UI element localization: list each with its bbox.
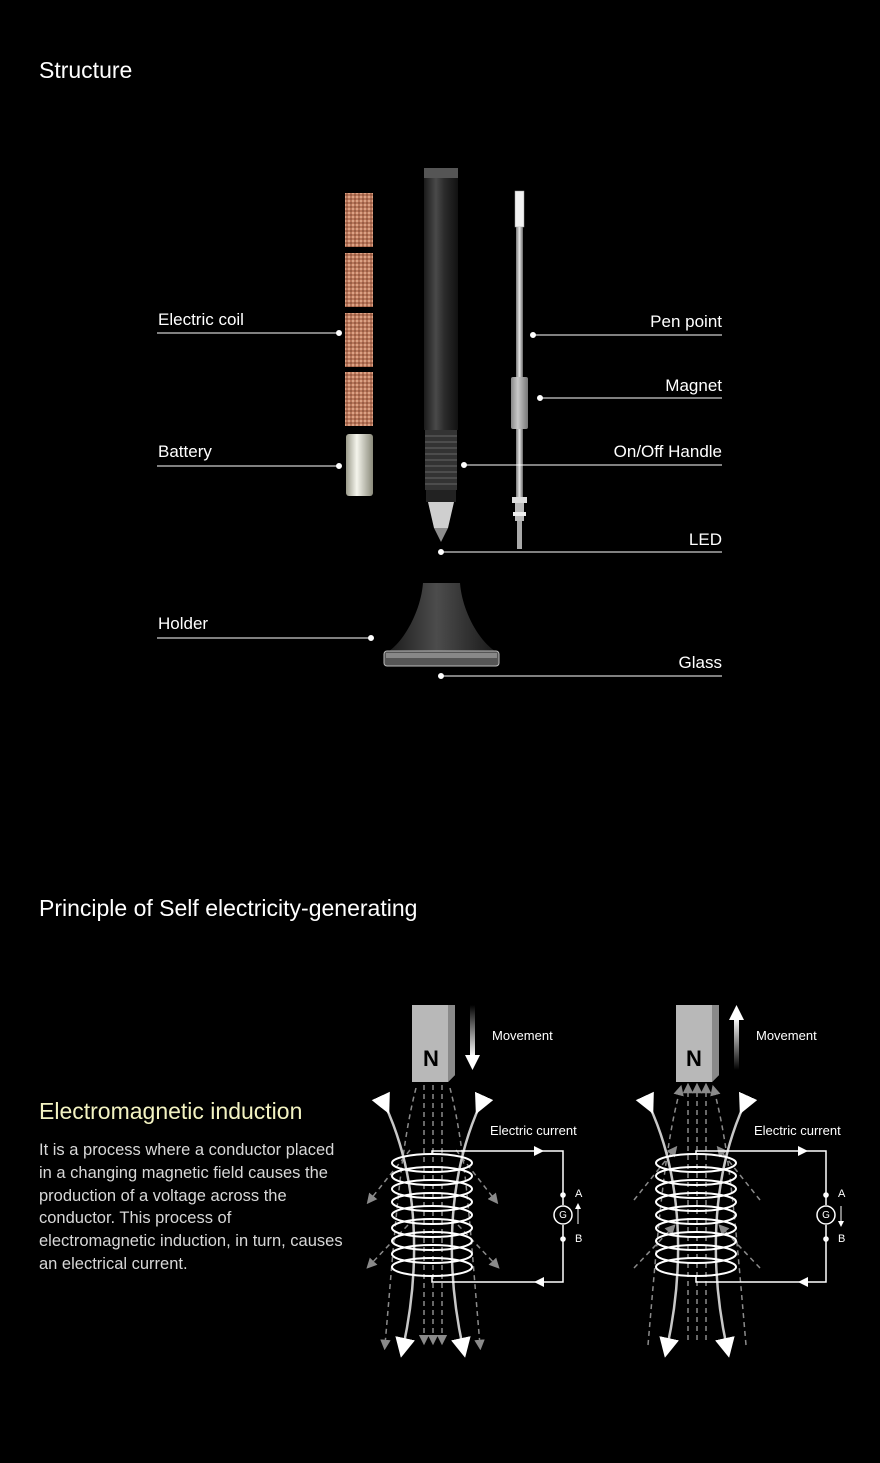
induction-diagram-magnet-up: [633, 1005, 844, 1358]
meter-2: G: [822, 1210, 830, 1221]
terminal-b-2: B: [838, 1233, 846, 1245]
battery-part: [346, 434, 373, 496]
movement-label-1: Movement: [492, 1028, 553, 1043]
magnet-pole-2: N: [686, 1046, 702, 1071]
induction-diagram-magnet-down: [366, 1005, 581, 1358]
induction-description: It is a process where a conductor placed…: [39, 1141, 343, 1273]
label-onoff-handle: On/Off Handle: [613, 442, 722, 461]
principle-title: Principle of Self electricity-generating: [39, 895, 418, 921]
terminal-a-1: A: [575, 1188, 583, 1200]
label-glass: Glass: [678, 653, 722, 672]
pen-body: [424, 168, 458, 542]
pen-point-part: [511, 190, 528, 549]
leader-lines: [157, 330, 722, 679]
label-pen-point: Pen point: [650, 312, 722, 331]
induction-title: Electromagnetic induction: [39, 1098, 303, 1124]
label-magnet: Magnet: [665, 376, 722, 395]
holder-part: [383, 583, 500, 667]
current-label-2: Electric current: [754, 1123, 841, 1138]
terminal-a-2: A: [838, 1188, 846, 1200]
label-led: LED: [688, 530, 722, 549]
label-electric-coil: Electric coil: [158, 310, 244, 329]
movement-label-2: Movement: [756, 1028, 817, 1043]
electric-coil-parts: [345, 193, 373, 426]
label-holder: Holder: [158, 614, 209, 633]
current-label-1: Electric current: [490, 1123, 577, 1138]
label-battery: Battery: [158, 442, 212, 461]
magnet-pole-1: N: [423, 1046, 439, 1071]
structure-title: Structure: [39, 57, 133, 83]
meter-1: G: [559, 1210, 567, 1221]
terminal-b-1: B: [575, 1233, 583, 1245]
